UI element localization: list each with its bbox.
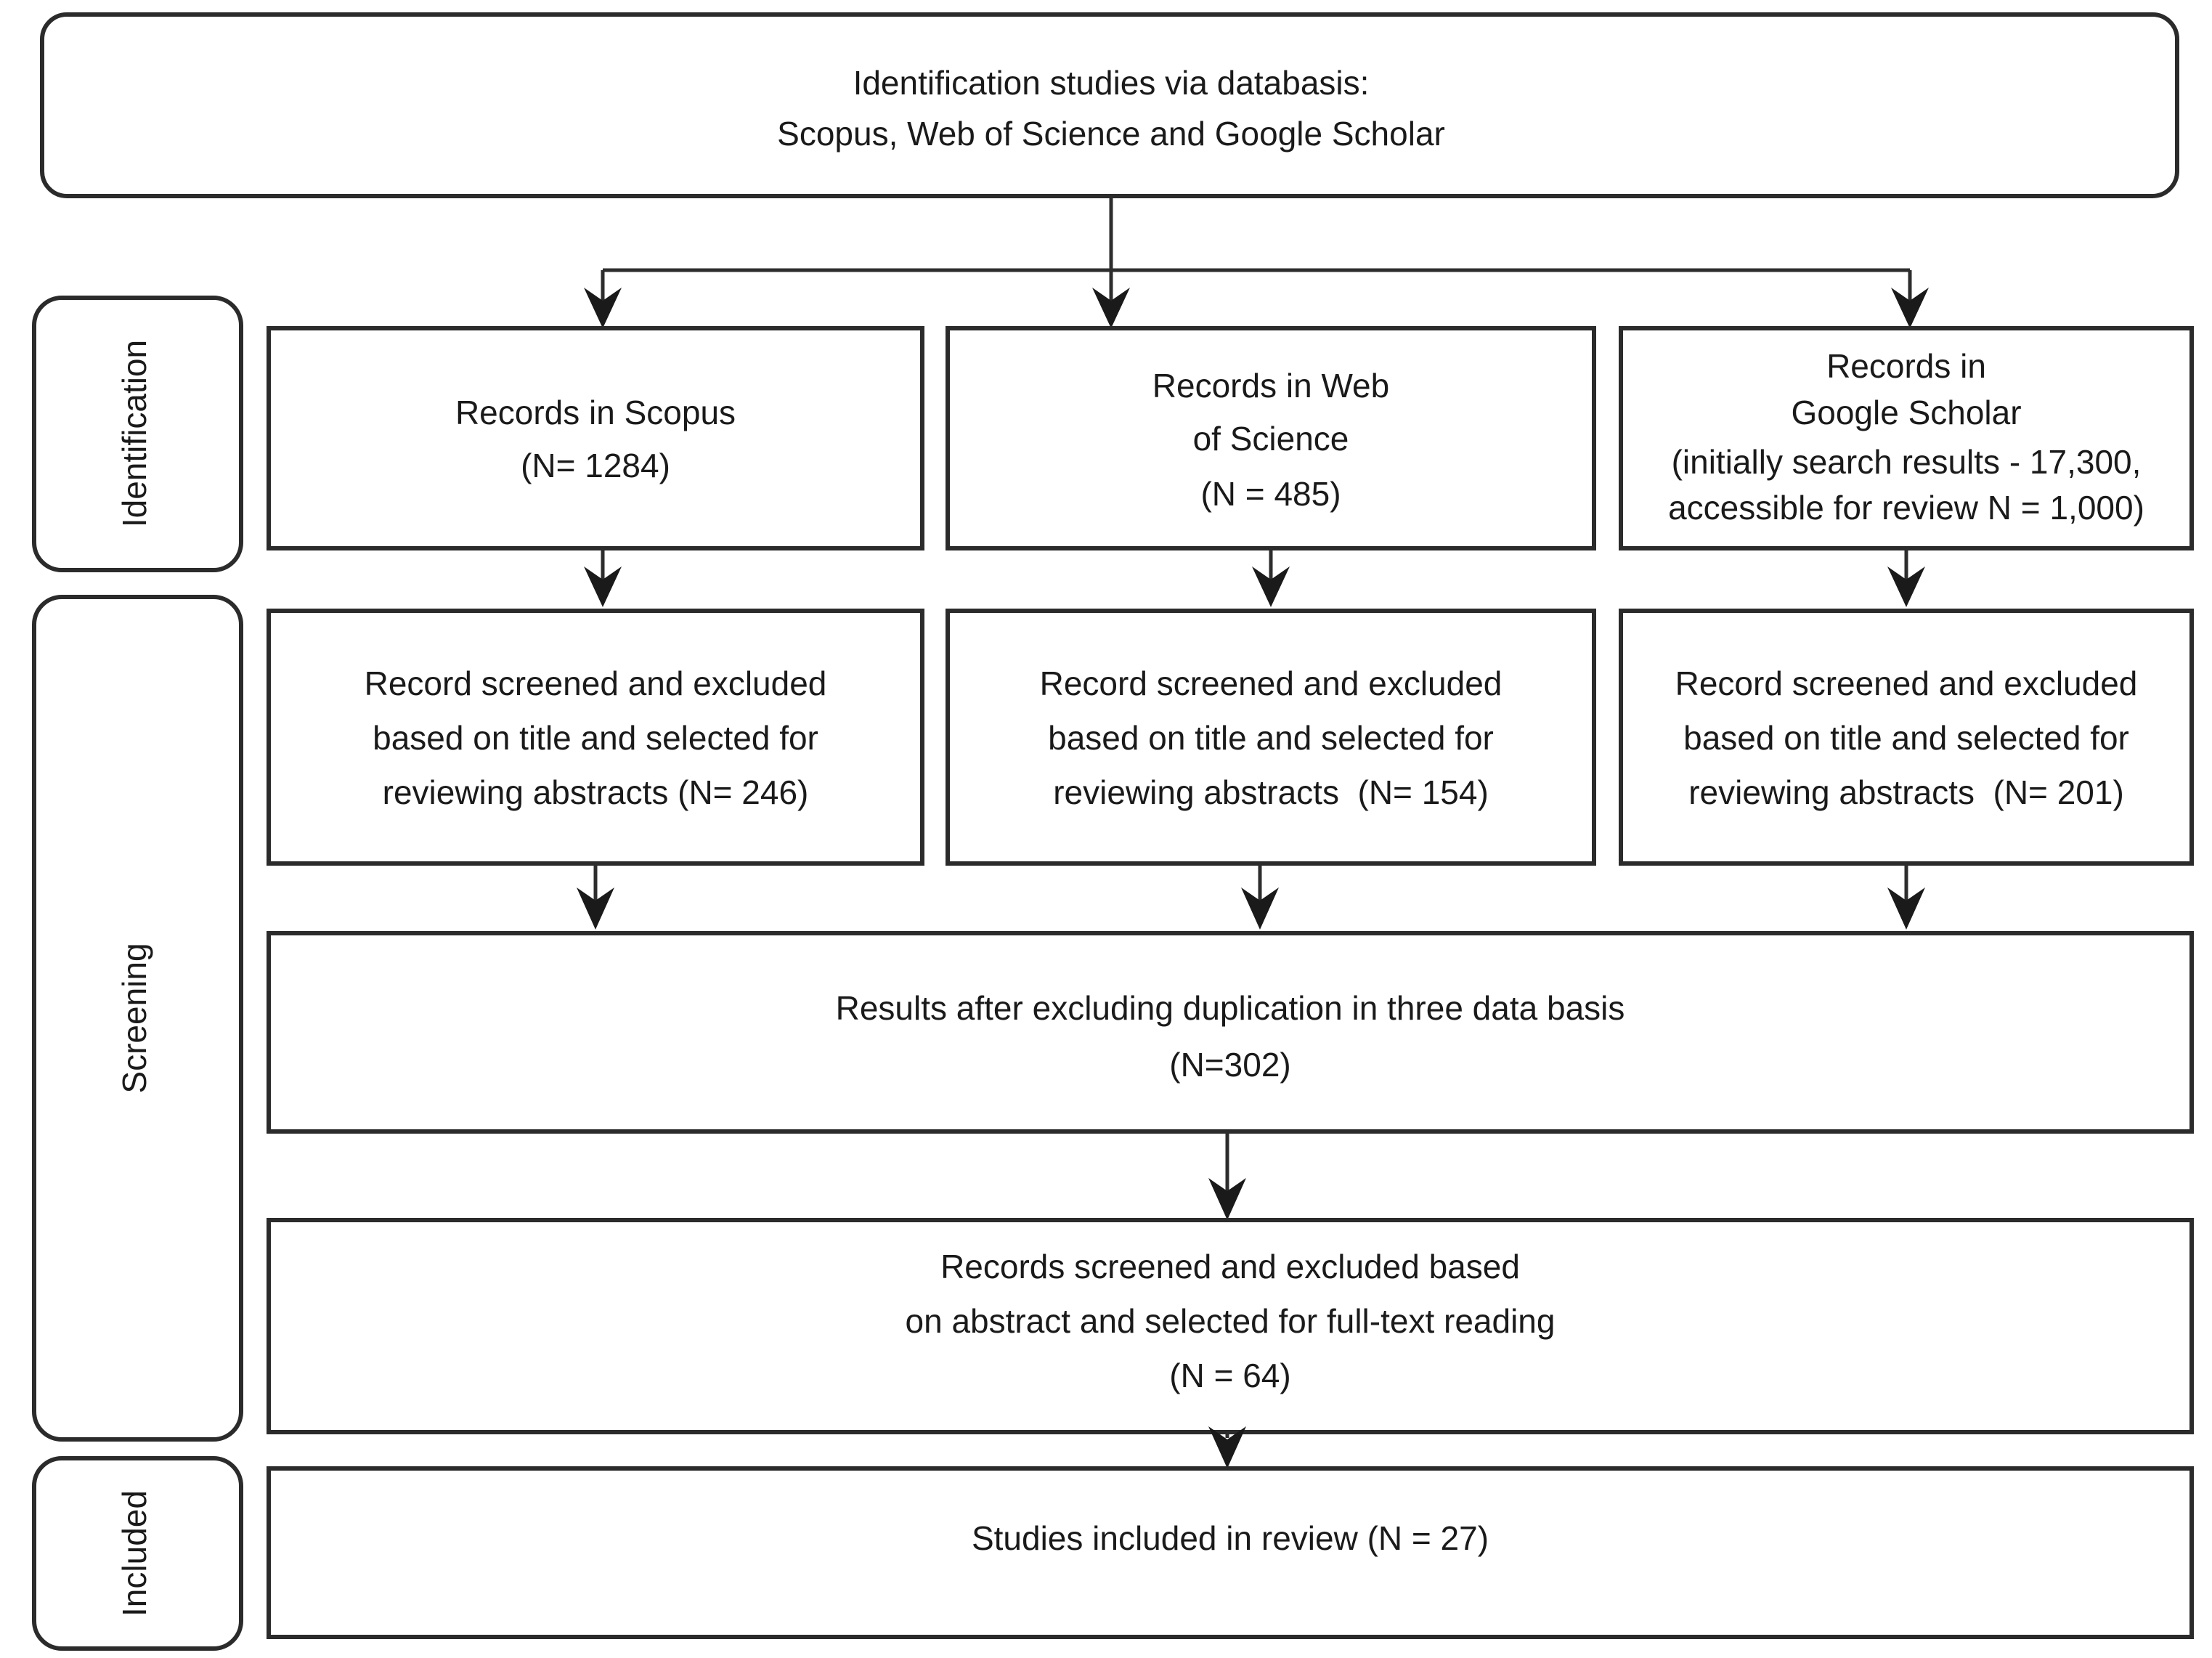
dedup-line-1: Results after excluding duplication in t… [836,989,1625,1027]
stage-included: Included [32,1456,243,1651]
stage-identification-label: Identification [115,340,153,527]
identification-row: Records in Scopus (N= 1284) Records in W… [267,326,2194,550]
wos-line-3: (N = 485) [1200,475,1341,513]
record-box-scholar-rect [1619,326,2194,550]
studies-included-box: Studies included in review (N = 27) [267,1466,2194,1639]
wos-line-2: of Science [1193,420,1349,458]
screen-scopus-line-1: Record screened and excluded [365,665,827,702]
wos-line-1: Records in Web [1152,367,1389,405]
connector-title-split [584,198,1929,328]
title-line-2: Scopus, Web of Science and Google Schola… [777,115,1445,153]
title-box-rect [40,12,2179,198]
screen-box-scopus: Record screened and excluded based on ti… [267,609,924,866]
scopus-line-1: Records in Scopus [455,394,736,431]
screening-row: Record screened and excluded based on ti… [267,609,2194,866]
arrowhead-wos [1092,288,1130,328]
screen-wos-line-2: based on title and selected for [1048,719,1494,757]
record-box-web-of-science: Records in Web of Science (N = 485) [946,326,1596,550]
screen-scholar-line-3: reviewing abstracts (N= 201) [1688,773,2124,811]
arrowhead-scopus-screen [584,566,622,607]
scholar-line-3: (initially search results - 17,300, [1672,443,2142,481]
dedup-line-2: (N=302) [1169,1046,1290,1084]
screen-box-google-scholar: Record screened and excluded based on ti… [1619,609,2194,866]
stage-identification: Identification [32,296,243,572]
stage-rail: Identification Screening Included [32,296,243,1651]
arrowhead-scholar [1891,288,1929,328]
included-line-1: Studies included in review (N = 27) [972,1519,1489,1557]
stage-screening: Screening [32,595,243,1442]
abstract-line-2: on abstract and selected for full-text r… [906,1302,1556,1340]
screen-box-wos-rect [946,609,1596,866]
record-box-wos-rect [946,326,1596,550]
screen-box-scholar-rect [1619,609,2194,866]
arrowhead-abstract [1208,1178,1246,1220]
screen-wos-line-3: reviewing abstracts (N= 154) [1053,773,1489,811]
screen-scholar-line-2: based on title and selected for [1683,719,2129,757]
scholar-line-2: Google Scholar [1791,394,2021,431]
abstract-screening-box: Records screened and excluded based on a… [267,1218,2194,1434]
screen-scopus-line-2: based on title and selected for [373,719,818,757]
arrowhead-scholar-screen [1887,566,1925,607]
screen-scholar-line-1: Record screened and excluded [1675,665,2138,702]
screen-box-scopus-rect [267,609,924,866]
studies-included-box-rect [267,1466,2194,1639]
arrowhead-included [1208,1426,1246,1468]
abstract-screening-box-rect [267,1218,2194,1434]
arrowhead-wos-screen [1252,566,1290,607]
screen-wos-line-1: Record screened and excluded [1040,665,1503,702]
abstract-line-1: Records screened and excluded based [940,1248,1520,1285]
abstract-line-3: (N = 64) [1169,1357,1290,1394]
connector-abstract-included [1208,1426,1246,1468]
arrowhead-wos-dedup [1241,887,1279,930]
scholar-line-4: accessible for review N = 1,000) [1668,489,2144,527]
deduplication-box: Results after excluding duplication in t… [267,931,2194,1134]
stage-included-label: Included [115,1490,153,1617]
record-box-scopus-rect [267,326,924,550]
record-box-scopus: Records in Scopus (N= 1284) [267,326,924,550]
connector-identification-screening [584,548,1925,607]
deduplication-box-rect [267,931,2194,1134]
stage-included-rect [32,1456,243,1651]
scopus-line-2: (N= 1284) [521,447,670,484]
title-line-1: Identification studies via databasis: [853,64,1370,102]
scholar-line-1: Records in [1826,347,1986,385]
screen-box-web-of-science: Record screened and excluded based on ti… [946,609,1596,866]
screen-scopus-line-3: reviewing abstracts (N= 246) [383,773,809,811]
connector-screening-dedup [577,863,1925,930]
arrowhead-scholar-dedup [1887,887,1925,930]
connector-dedup-abstract [1208,1131,1246,1220]
title-box: Identification studies via databasis: Sc… [40,12,2179,198]
stage-screening-rect [32,595,243,1442]
arrowhead-scopus-dedup [577,887,614,930]
record-box-google-scholar: Records in Google Scholar (initially sea… [1619,326,2194,550]
stage-screening-label: Screening [115,943,153,1093]
arrowhead-scopus [584,288,622,328]
stage-identification-rect [32,296,243,572]
